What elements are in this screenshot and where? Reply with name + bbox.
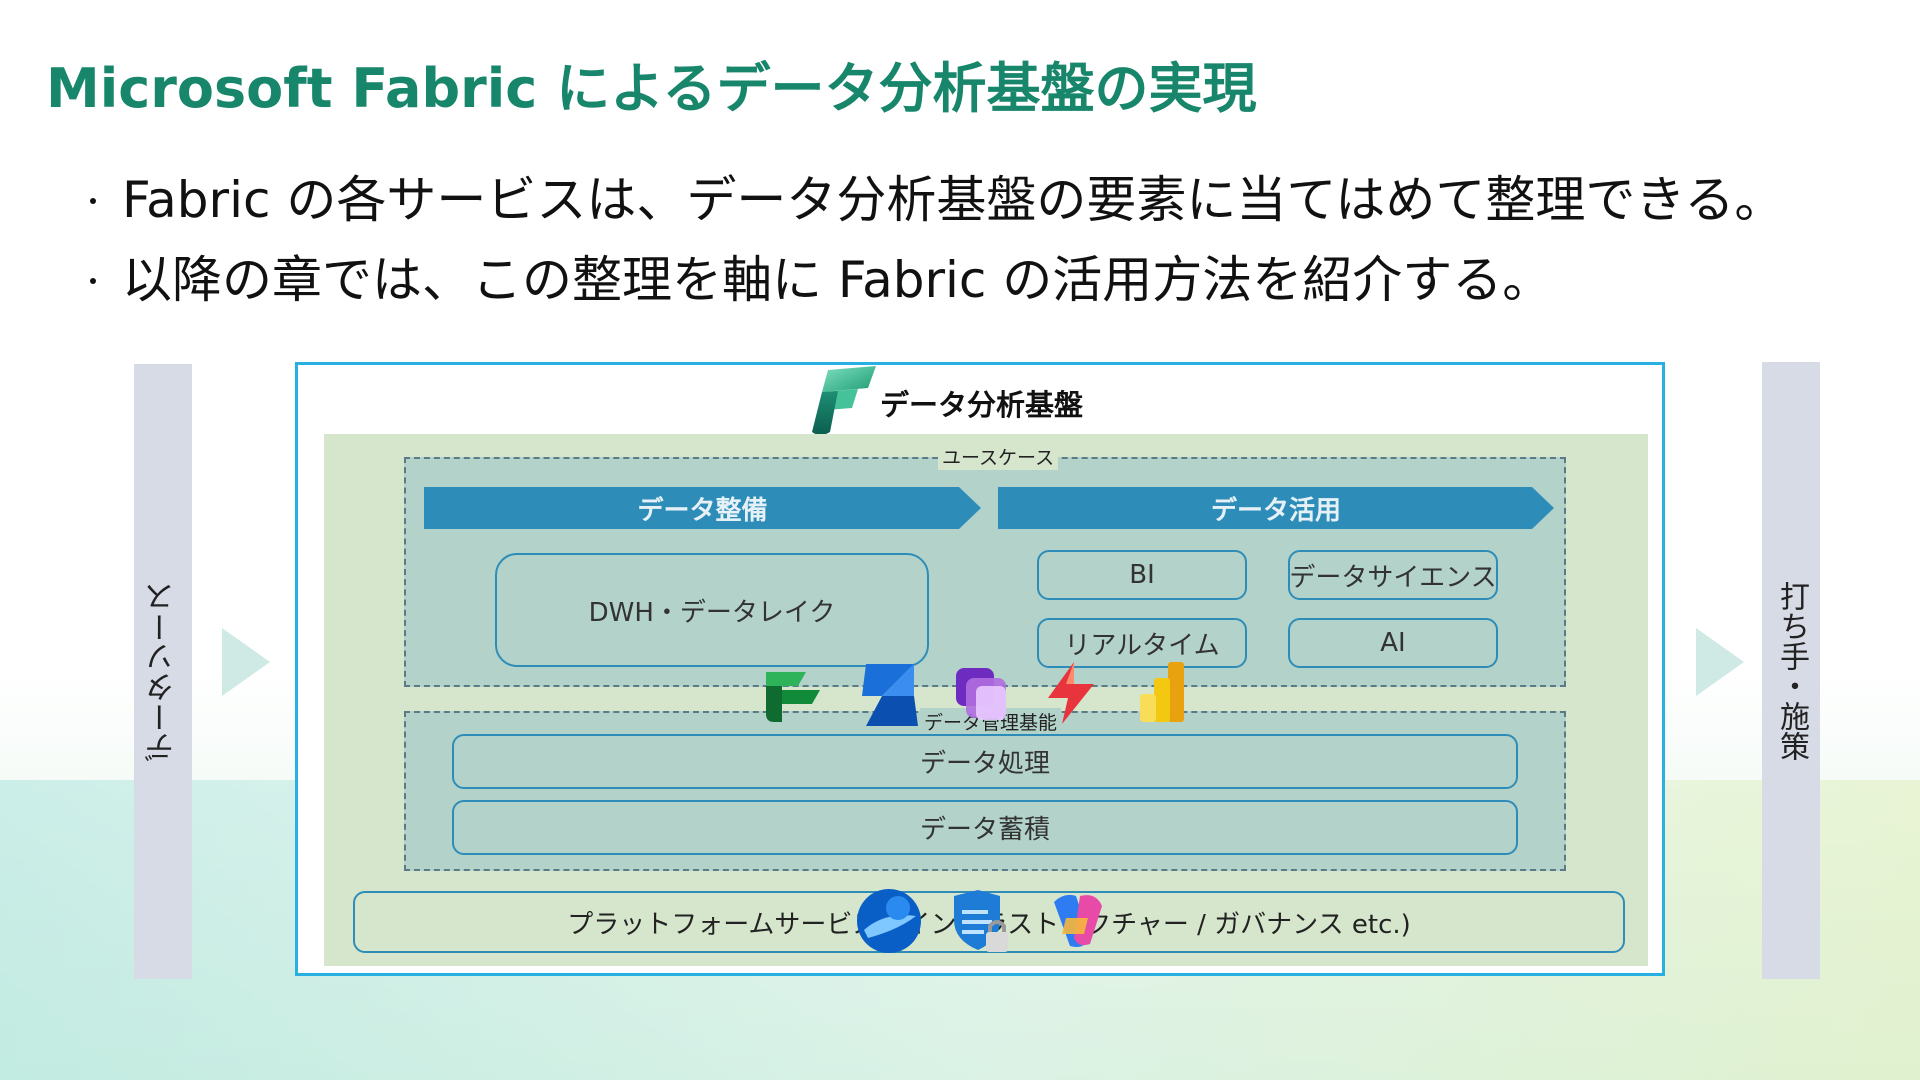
purview-icon (956, 668, 1006, 720)
data-use-arrow: データ活用 (998, 487, 1554, 529)
ai-box: AI (1288, 618, 1498, 668)
realtime-intelligence-icon (1048, 662, 1094, 724)
defender-lock-icon (954, 890, 1008, 952)
power-bi-icon (1140, 662, 1184, 722)
data-management-label: データ管理基能 (920, 708, 1062, 735)
data-science-box: データサイエンス (1288, 550, 1498, 600)
fabric-logo-icon (812, 366, 876, 435)
bullet-item: Fabric の各サービスは、データ分析基盤の要素に当てはめて整理できる。 (82, 168, 1784, 248)
action-bar: 打ち手・施策 (1762, 362, 1820, 979)
bi-box: BI (1037, 550, 1247, 600)
data-prep-arrow: データ整備 (424, 487, 981, 529)
data-storage-box: データ蓄積 (452, 800, 1518, 855)
frame-title: データ分析基盤 (880, 388, 1084, 422)
data-processing-box: データ処理 (452, 734, 1518, 789)
bullet-list: Fabric の各サービスは、データ分析基盤の要素に当てはめて整理できる。 以降… (82, 168, 1784, 328)
data-factory-icon (766, 672, 820, 722)
copilot-icon (1054, 894, 1102, 947)
data-source-bar: データソース (134, 364, 192, 979)
realtime-box: リアルタイム (1037, 618, 1247, 668)
action-label: 打ち手・施策 (1774, 580, 1809, 761)
arrow-right-icon (222, 628, 270, 696)
usecase-label: ユースケース (938, 443, 1059, 470)
arrow-right-icon (1696, 628, 1744, 696)
bullet-item: 以降の章では、この整理を軸に Fabric の活用方法を紹介する。 (82, 248, 1784, 328)
data-source-label: データソース (145, 581, 180, 762)
dwh-box: DWH・データレイク (495, 553, 929, 667)
azure-icon (857, 889, 921, 953)
slide-title: Microsoft Fabric によるデータ分析基盤の実現 (46, 57, 1257, 120)
synapse-icon (862, 664, 918, 726)
